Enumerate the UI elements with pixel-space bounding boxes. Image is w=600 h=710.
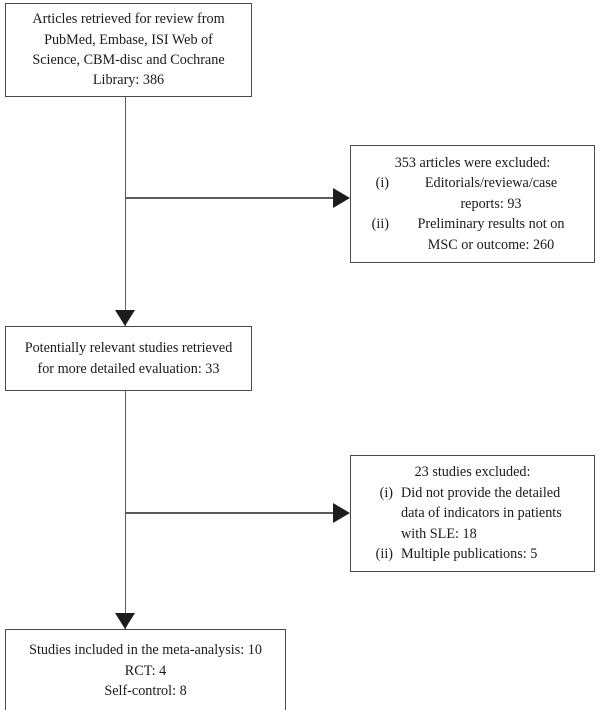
node-exclusion-2-list: (i) Did not provide the detailed data of… [361,483,584,565]
node-potentially-relevant-line-2: for more detailed evaluation: 33 [37,360,220,377]
node-articles-retrieved-line-2: PubMed, Embase, ISI Web of [44,31,213,48]
list-body-line: Multiple publications: 5 [401,546,538,563]
arrowhead-down-to-relevant [115,310,135,326]
arrowhead-right-to-exclusion-2 [333,503,350,523]
connector-trunk-upper [124,96,127,327]
node-articles-retrieved-line-4: Library: 386 [92,72,165,89]
list-item: (i) Editorials/reviewa/case reports: 93 [359,173,586,214]
arrowhead-down-to-included [115,613,135,629]
node-articles-retrieved: Articles retrieved for review from PubMe… [5,3,252,97]
node-articles-retrieved-line-1: Articles retrieved for review from [32,11,225,28]
node-studies-included-line-1: Studies included in the meta-analysis: 1… [29,642,262,659]
list-body: Editorials/reviewa/case reports: 93 [396,173,586,214]
list-body-line: with SLE: 18 [401,525,477,542]
connector-branch-exclusion-2 [125,512,334,514]
list-marker: (i) [375,175,389,192]
node-exclusion-1-list: (i) Editorials/reviewa/case reports: 93 … [359,173,586,255]
list-body-line: data of indicators in patients [401,505,562,522]
connector-branch-exclusion-1 [125,197,334,199]
node-exclusion-1-heading: 353 articles were excluded: [394,154,551,171]
list-body-line: Did not provide the detailed [401,484,561,501]
list-body-line: Preliminary results not on [417,216,565,233]
node-exclusion-2-heading: 23 studies excluded: [414,464,531,481]
list-body: Multiple publications: 5 [401,544,584,564]
list-marker: (i) [379,484,393,501]
node-studies-included-line-3: Self-control: 8 [104,683,187,700]
node-potentially-relevant-line-1: Potentially relevant studies retrieved [24,340,233,357]
list-body: Preliminary results not on MSC or outcom… [396,214,586,255]
list-item: (ii) Multiple publications: 5 [361,544,584,564]
arrowhead-right-to-exclusion-1 [333,188,350,208]
list-body-line: MSC or outcome: 260 [427,236,555,253]
node-studies-included: Studies included in the meta-analysis: 1… [5,629,286,710]
list-body: Did not provide the detailed data of ind… [401,483,584,544]
connector-trunk-lower [124,390,127,630]
list-item: (i) Did not provide the detailed data of… [361,483,584,544]
node-studies-included-line-2: RCT: 4 [124,662,167,679]
list-marker: (ii) [371,216,389,233]
node-potentially-relevant: Potentially relevant studies retrieved f… [5,326,252,391]
list-item: (ii) Preliminary results not on MSC or o… [359,214,586,255]
list-body-line: reports: 93 [460,195,522,212]
node-exclusion-1: 353 articles were excluded: (i) Editoria… [350,145,595,263]
list-marker: (ii) [375,546,393,563]
node-exclusion-2: 23 studies excluded: (i) Did not provide… [350,455,595,572]
list-body-line: Editorials/reviewa/case [424,175,558,192]
node-articles-retrieved-line-3: Science, CBM-disc and Cochrane [32,52,225,68]
